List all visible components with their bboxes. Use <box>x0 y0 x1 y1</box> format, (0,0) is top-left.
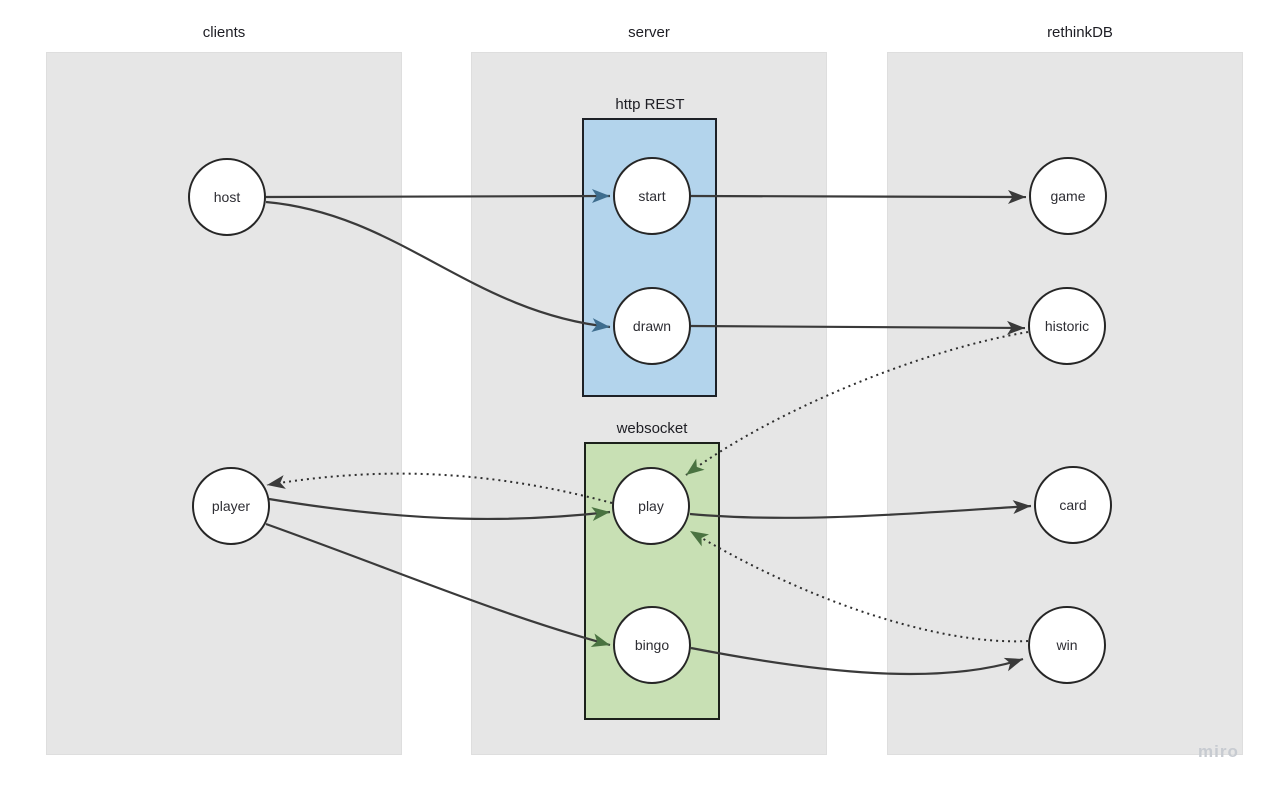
node-host-label: host <box>213 189 241 205</box>
node-bingo-label: bingo <box>634 637 670 653</box>
edge-play-to-player[interactable] <box>266 472 613 504</box>
node-player-label: player <box>211 498 251 514</box>
edge-host-to-drawn[interactable] <box>265 200 611 333</box>
lane-title-server[interactable]: server <box>628 24 670 41</box>
node-start[interactable]: start <box>613 157 691 235</box>
node-card[interactable]: card <box>1034 466 1112 544</box>
edge-player-to-play[interactable] <box>268 497 611 521</box>
node-play[interactable]: play <box>612 467 690 545</box>
node-win[interactable]: win <box>1028 606 1106 684</box>
lane-title-rethinkdb[interactable]: rethinkDB <box>1047 24 1113 41</box>
edge-host-to-start[interactable] <box>265 189 611 204</box>
node-play-label: play <box>638 498 664 514</box>
miro-watermark-logo: miro <box>1198 742 1239 761</box>
edge-start-to-game[interactable] <box>690 189 1027 204</box>
node-game-label: game <box>1050 188 1086 204</box>
edge-bingo-to-win[interactable] <box>690 646 1024 676</box>
node-host[interactable]: host <box>188 158 266 236</box>
node-drawn-label: drawn <box>632 318 672 334</box>
edge-player-to-bingo[interactable] <box>265 522 611 648</box>
node-start-label: start <box>638 188 666 204</box>
lane-title-clients[interactable]: clients <box>202 24 246 41</box>
node-win-label: win <box>1056 637 1078 653</box>
node-player[interactable]: player <box>192 467 270 545</box>
edge-drawn-to-historic[interactable] <box>690 320 1026 335</box>
node-bingo[interactable]: bingo <box>613 606 691 684</box>
node-drawn[interactable]: drawn <box>613 287 691 365</box>
node-card-label: card <box>1059 497 1087 513</box>
node-game[interactable]: game <box>1029 157 1107 235</box>
node-historic-label: historic <box>1044 318 1090 334</box>
group-title-websocket[interactable]: websocket <box>616 420 688 437</box>
node-historic[interactable]: historic <box>1028 287 1106 365</box>
edge-play-to-card[interactable] <box>689 500 1032 519</box>
group-title-http-rest[interactable]: http REST <box>615 96 685 113</box>
